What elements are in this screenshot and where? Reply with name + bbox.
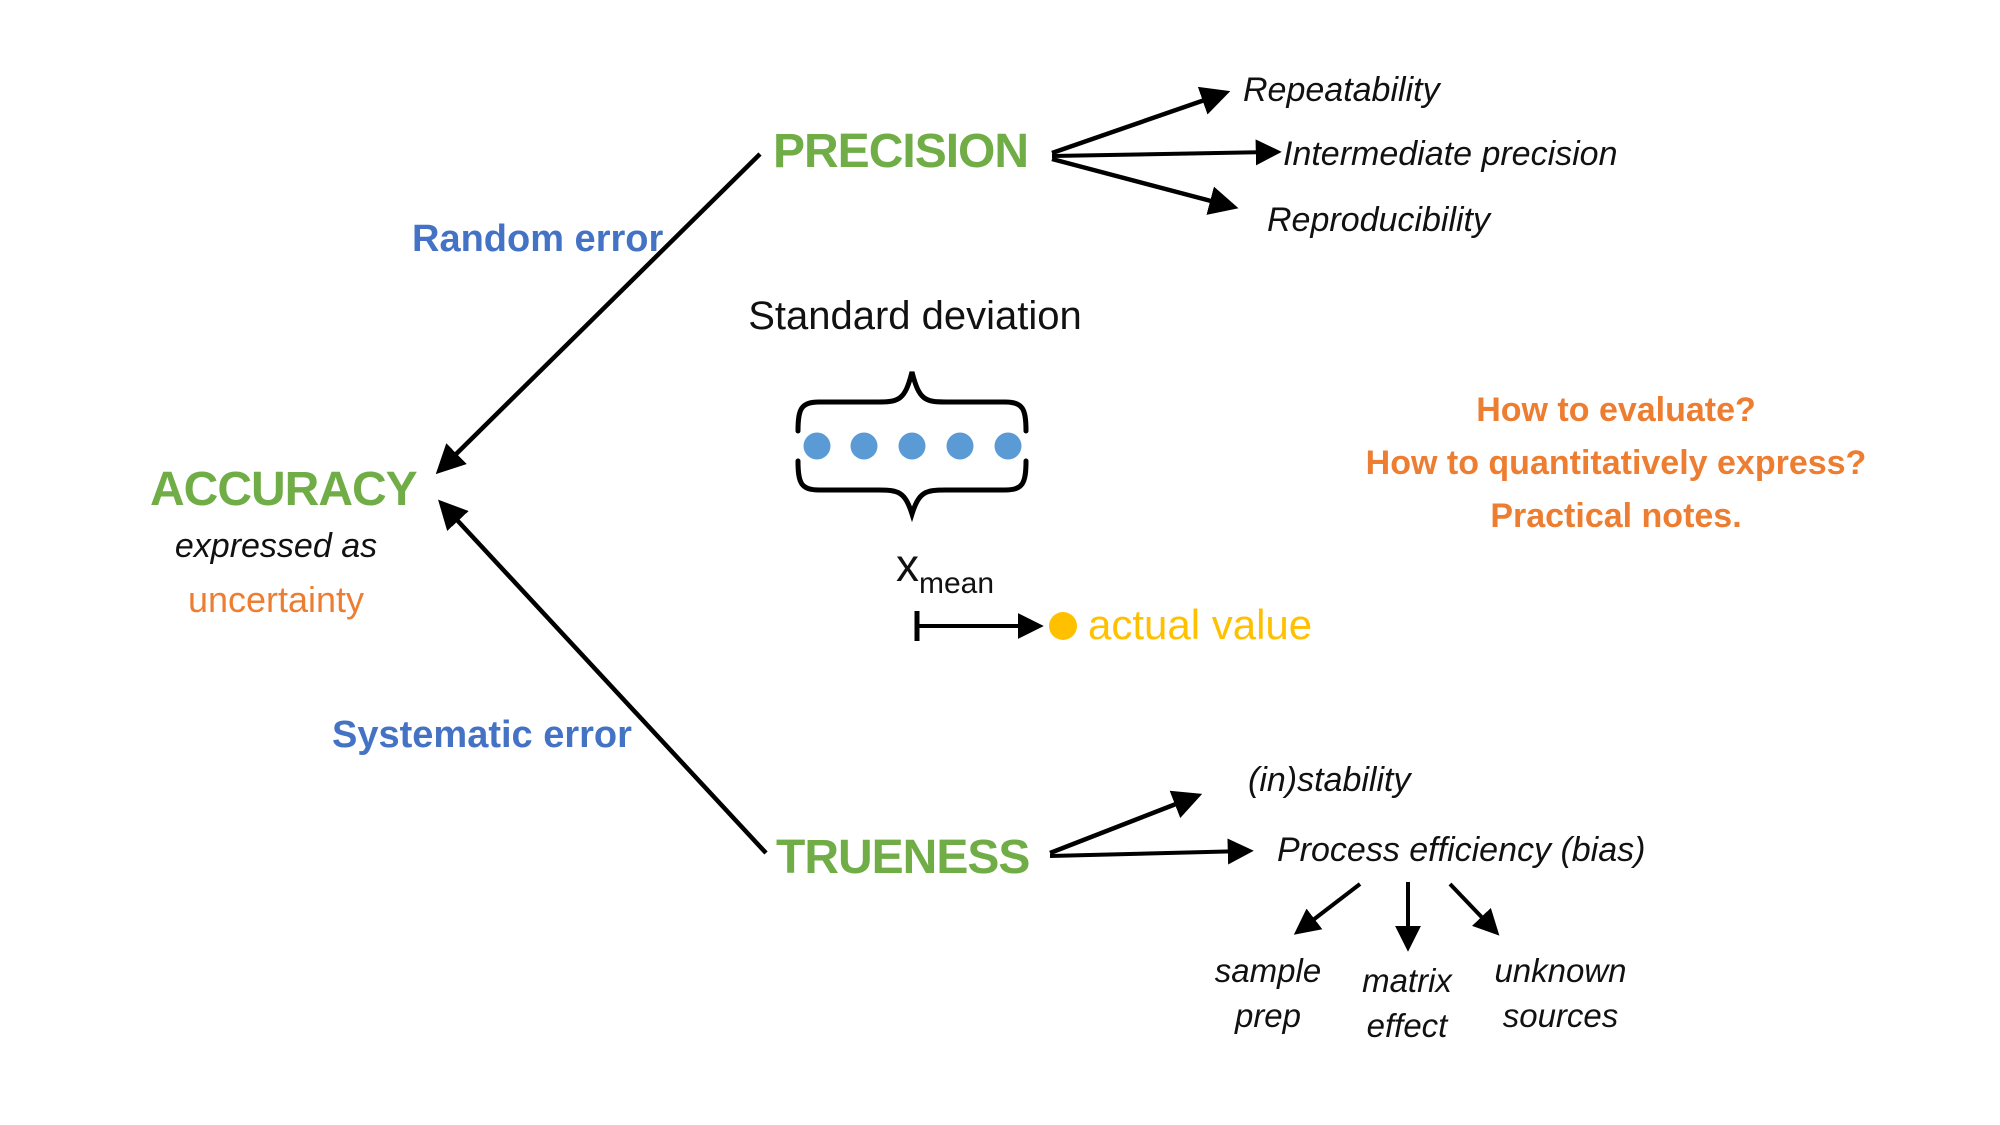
sample-prep-line2: prep xyxy=(1234,997,1302,1034)
label-process-efficiency: Process efficiency (bias) xyxy=(1277,831,1646,869)
label-intermediate-precision: Intermediate precision xyxy=(1283,135,1618,173)
label-reproducibility: Reproducibility xyxy=(1267,201,1490,239)
arrow-precision-reproducibility xyxy=(1051,156,1239,215)
standard-deviation-title: Standard deviation xyxy=(748,294,1082,338)
sample-prep-line1: sample xyxy=(1214,952,1322,989)
arrow-trueness-instability xyxy=(1049,790,1203,856)
accuracy-expressed-as: expressed as xyxy=(174,527,378,565)
label-instability: (in)stability xyxy=(1248,761,1411,799)
arrow-process-sample-prep xyxy=(1293,882,1362,935)
notes-line-1: How to evaluate? xyxy=(1476,391,1756,429)
arrow-trueness-to-accuracy xyxy=(438,499,768,855)
notes-line-3: Practical notes. xyxy=(1490,497,1742,535)
label-unknown-sources: unknown sources xyxy=(1478,948,1643,1038)
label-systematic-error: Systematic error xyxy=(332,714,632,756)
arrow-precision-repeatability xyxy=(1051,86,1231,156)
replicate-dot xyxy=(946,432,974,460)
x-mean-label: xmean xyxy=(896,538,994,601)
notes-line-2: How to quantitatively express? xyxy=(1365,444,1867,482)
x-mean-base: x xyxy=(896,539,919,591)
arrow-precision-to-accuracy xyxy=(435,152,762,475)
matrix-effect-line2: effect xyxy=(1366,1007,1448,1044)
notes-block: How to evaluate? How to quantitatively e… xyxy=(1316,384,1916,543)
brace-bottom xyxy=(795,458,1029,523)
replicate-dot xyxy=(850,432,878,460)
node-trueness: TRUENESS xyxy=(776,831,1030,884)
unknown-sources-line1: unknown xyxy=(1494,952,1627,989)
label-sample-prep: sample prep xyxy=(1188,948,1348,1038)
measurement-dots xyxy=(803,432,1022,460)
actual-value-dot xyxy=(1049,612,1077,640)
matrix-effect-line1: matrix xyxy=(1362,962,1452,999)
node-precision: PRECISION xyxy=(773,125,1029,178)
replicate-dot xyxy=(898,432,926,460)
actual-value-label: actual value xyxy=(1088,601,1313,648)
label-repeatability: Repeatability xyxy=(1243,71,1440,109)
arrow-trueness-process-efficiency xyxy=(1049,838,1254,865)
arrow-process-unknown-sources xyxy=(1448,882,1500,936)
node-accuracy: ACCURACY xyxy=(150,463,418,516)
replicate-dot xyxy=(803,432,831,460)
arrow-precision-intermediate xyxy=(1051,139,1282,166)
label-random-error: Random error xyxy=(412,218,664,260)
brace-top xyxy=(795,371,1029,434)
replicate-dot xyxy=(994,432,1022,460)
unknown-sources-line2: sources xyxy=(1502,997,1619,1034)
accuracy-uncertainty: uncertainty xyxy=(187,579,365,620)
x-mean-subscript: mean xyxy=(919,567,995,600)
label-matrix-effect: matrix effect xyxy=(1332,958,1482,1048)
